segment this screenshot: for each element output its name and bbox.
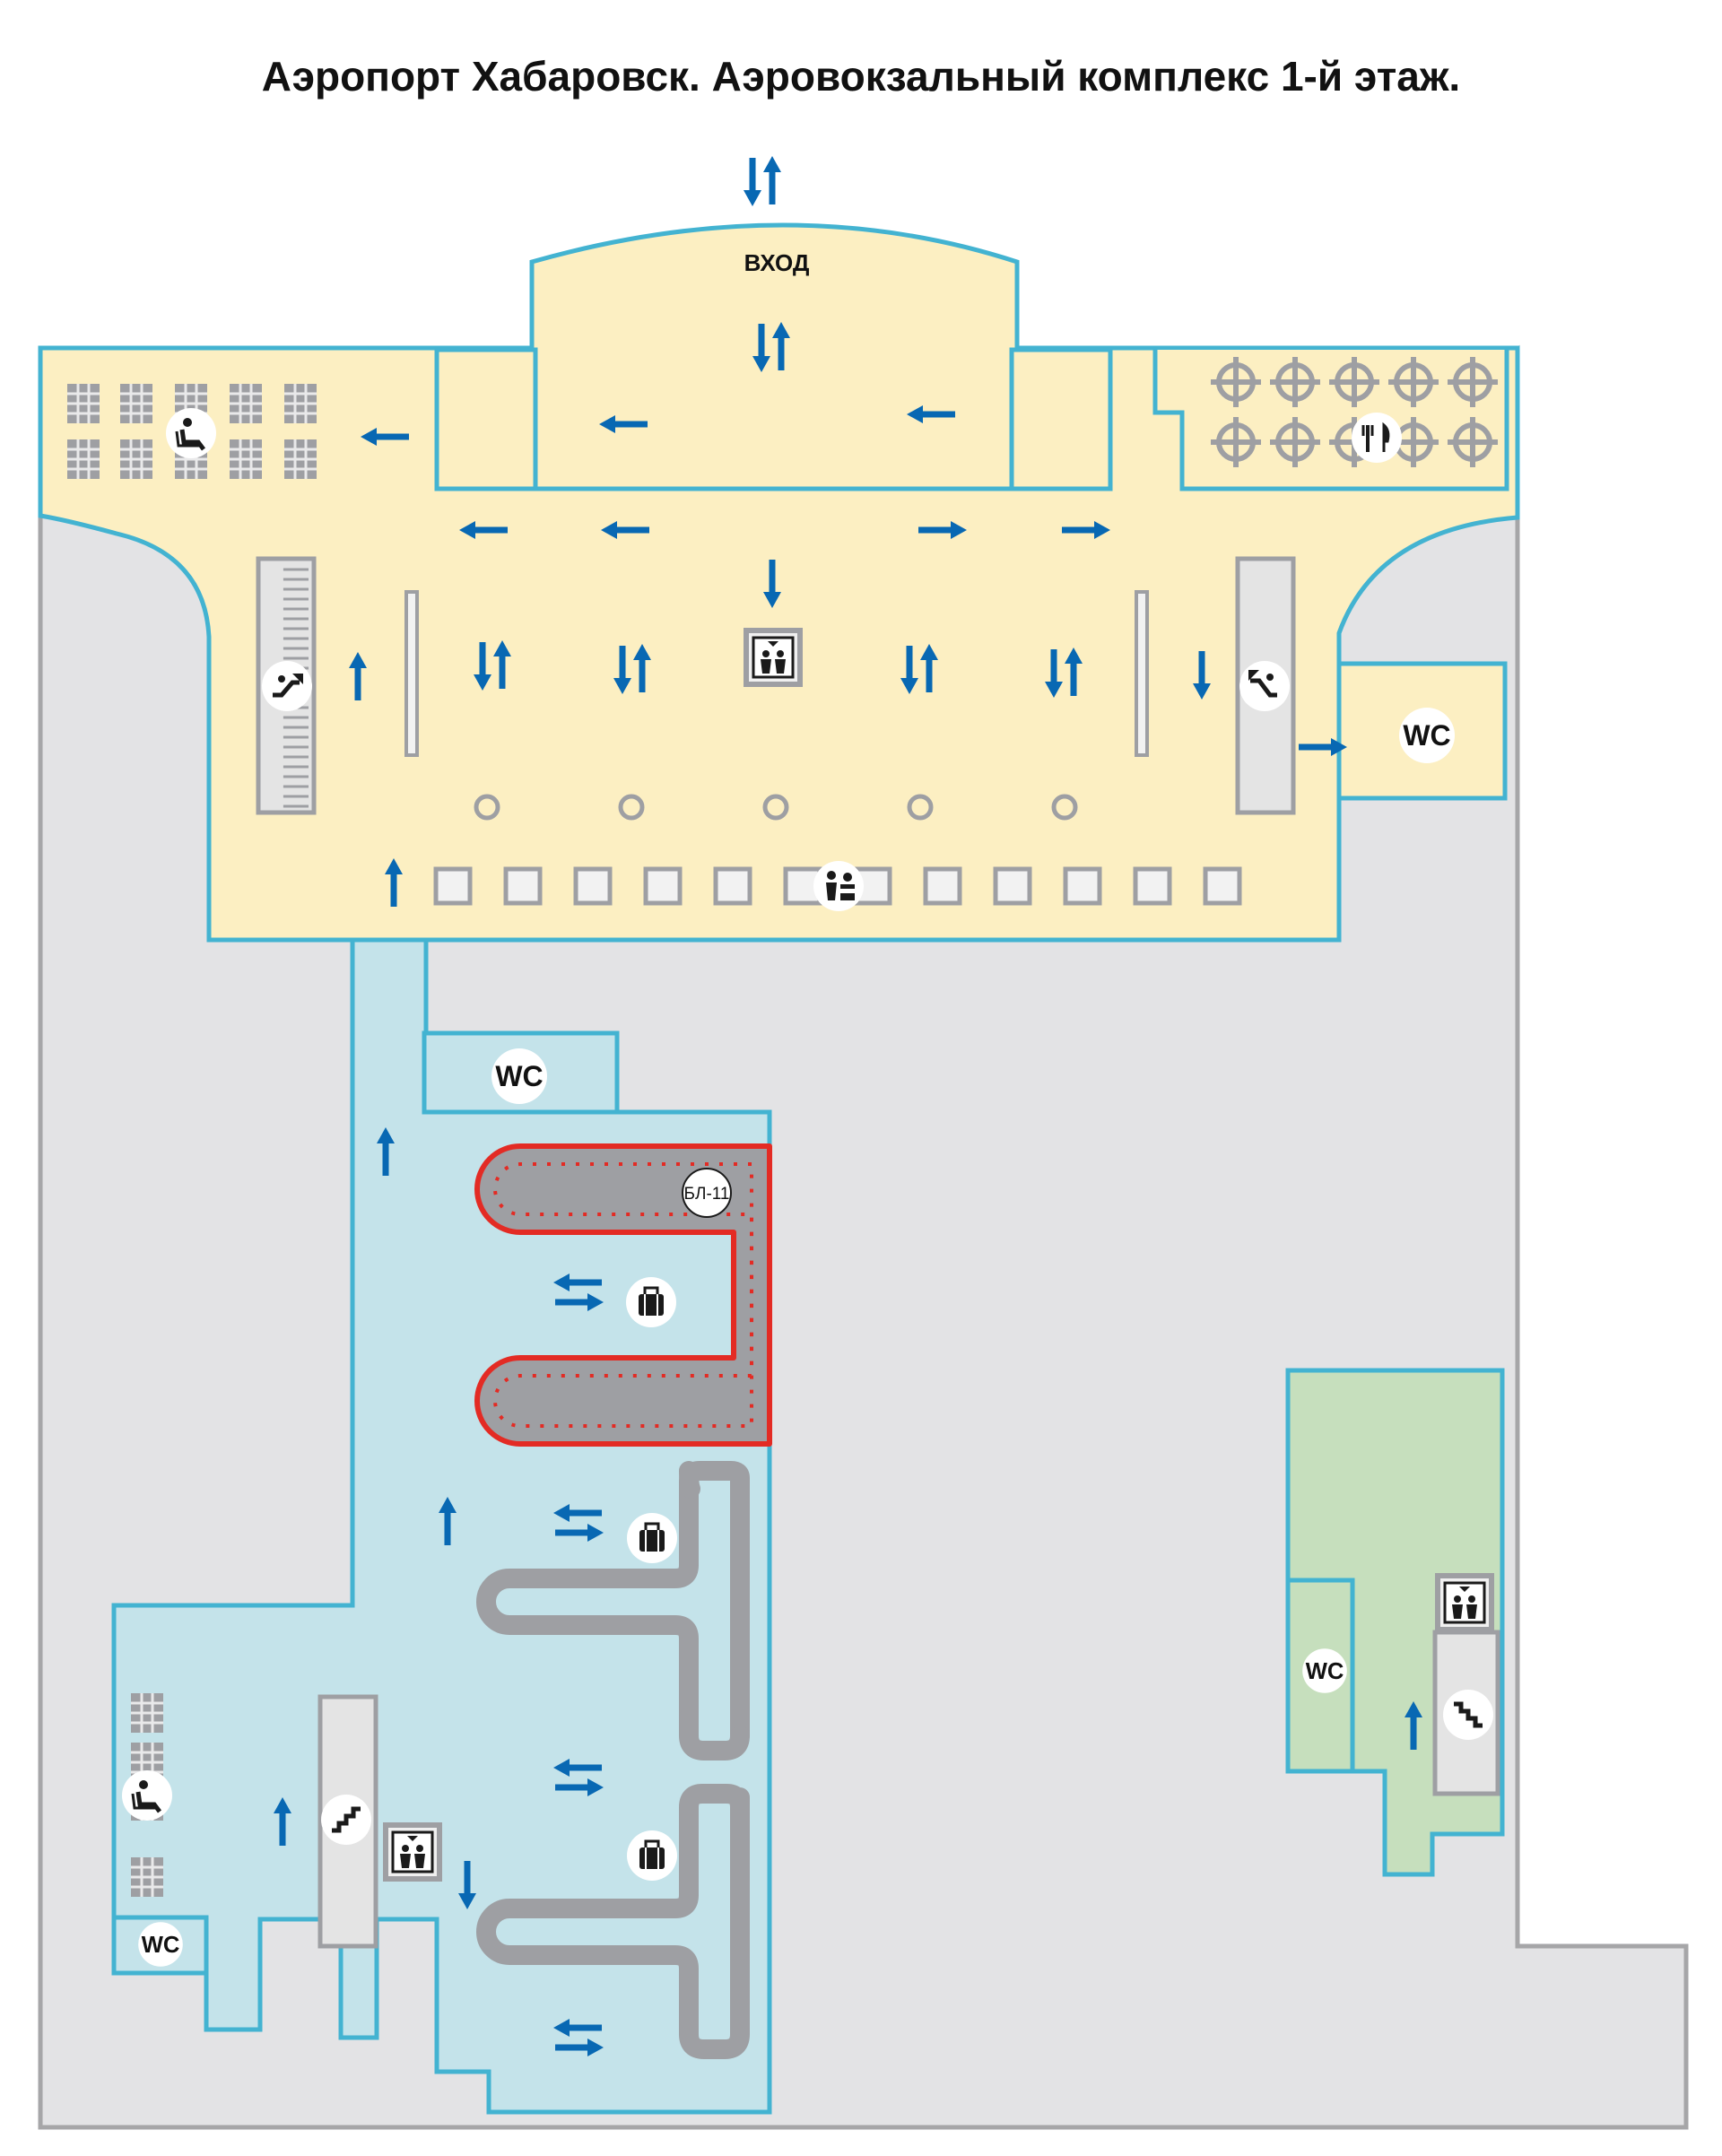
restaurant-area <box>1152 350 1509 491</box>
entrance-side-room-left <box>434 347 538 491</box>
svg-text:WC: WC <box>142 1933 180 1958</box>
baggage-claim-icon <box>627 1830 677 1881</box>
elevator-icon <box>386 1825 439 1879</box>
entrance-side-room-right <box>1009 347 1113 491</box>
check-in-icon <box>813 861 864 911</box>
partition-right <box>1135 590 1149 757</box>
stairs-icon <box>321 1795 371 1845</box>
svg-text:БЛ-11: БЛ-11 <box>684 1185 730 1204</box>
map-title: Аэропорт Хабаровск. Аэровокзальный компл… <box>261 53 1461 100</box>
restaurant-icon <box>1352 413 1402 463</box>
baggage-belt-label: БЛ-11 <box>682 1168 732 1218</box>
elevator-icon <box>1438 1576 1492 1630</box>
svg-text:WC: WC <box>495 1060 543 1092</box>
baggage-claim-icon <box>627 1513 677 1563</box>
partition-left <box>404 590 419 757</box>
wc-icon: WC <box>491 1048 547 1104</box>
entrance-label: ВХОД <box>744 249 810 276</box>
escalator-up-icon <box>262 661 312 711</box>
svg-text:WC: WC <box>1306 1659 1344 1684</box>
elevator-icon <box>746 630 800 684</box>
waiting-area-icon <box>166 408 216 458</box>
wc-icon: WC <box>1399 708 1455 763</box>
wc-icon: WC <box>138 1922 183 1967</box>
baggage-claim-icon <box>626 1277 676 1327</box>
escalator-down-icon <box>1239 661 1290 711</box>
wc-icon: WC <box>1302 1648 1347 1693</box>
departures-hall <box>38 222 1520 943</box>
baggage-belt-3 <box>476 1784 750 2059</box>
baggage-belt-2 <box>476 1461 750 1745</box>
svg-text:WC: WC <box>1403 719 1450 752</box>
stairs-icon <box>1443 1690 1493 1740</box>
baggage-belt-active <box>474 1143 772 1447</box>
waiting-area-icon <box>122 1770 172 1821</box>
